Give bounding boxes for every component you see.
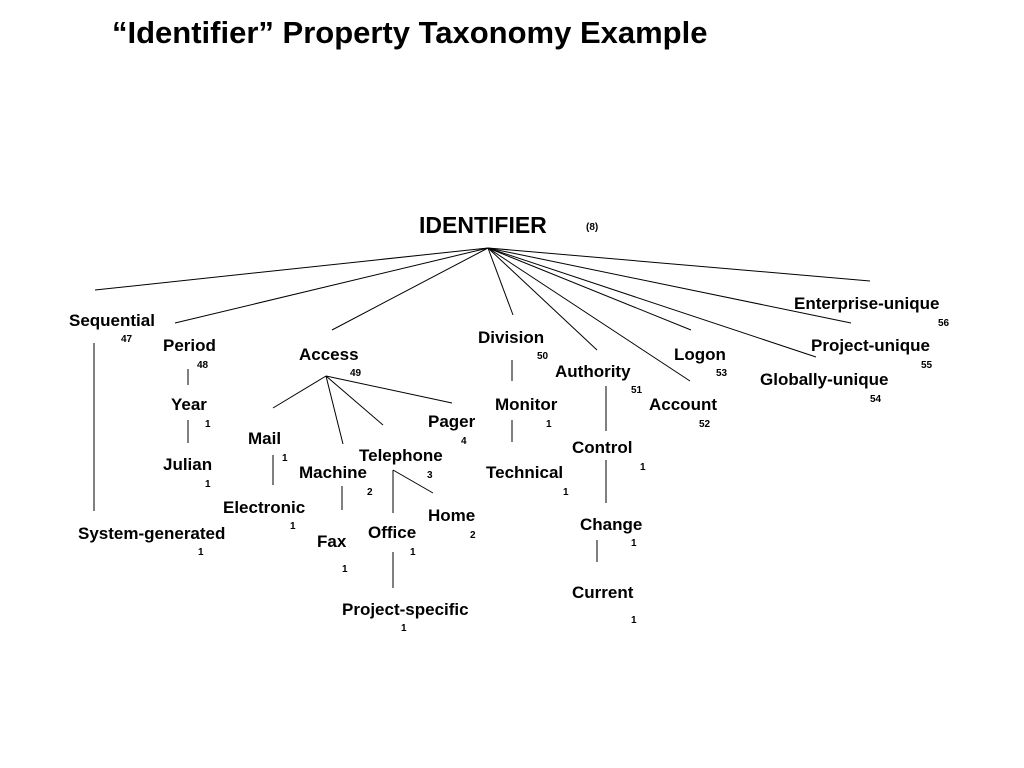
node-count-monitor: 1 [546, 419, 552, 430]
node-label-project-specific: Project-specific [342, 600, 469, 619]
node-label-office: Office [368, 523, 416, 542]
node-count-pager: 4 [461, 436, 467, 447]
edge-root-logon [487, 247, 692, 331]
edge-access-telephone [325, 375, 384, 426]
node-label-account: Account [649, 395, 717, 414]
node-count-enterprise-unique: 56 [938, 318, 950, 329]
node-label-sequential: Sequential [69, 311, 155, 330]
node-count-globally-unique: 54 [870, 394, 882, 405]
root-count: (8) [586, 222, 598, 233]
node-label-authority: Authority [555, 362, 631, 381]
node-label-pager: Pager [428, 412, 476, 431]
edge-root-access [331, 247, 489, 331]
edge-root-account [487, 247, 691, 382]
edge-root-period [174, 247, 489, 324]
edge-access-mail [272, 375, 327, 409]
node-count-julian: 1 [205, 479, 211, 490]
node-count-access: 49 [350, 368, 362, 379]
edge-root-authority [487, 247, 598, 351]
node-count-project-specific: 1 [401, 623, 407, 634]
node-count-electronic: 1 [290, 521, 296, 532]
node-label-control: Control [572, 438, 632, 457]
node-label-enterprise-unique: Enterprise-unique [794, 294, 939, 313]
edge-root-division [487, 247, 514, 316]
root-label: IDENTIFIER [419, 212, 547, 238]
node-count-account: 52 [699, 419, 711, 430]
node-label-access: Access [299, 345, 359, 364]
node-count-project-unique: 55 [921, 360, 933, 371]
node-count-technical: 1 [563, 487, 569, 498]
edge-root-project-unique [487, 247, 852, 324]
node-count-division: 50 [537, 351, 549, 362]
node-label-monitor: Monitor [495, 395, 558, 414]
node-label-logon: Logon [674, 345, 726, 364]
node-count-control: 1 [640, 462, 646, 473]
edge-root-enterprise-unique [487, 247, 871, 282]
node-count-logon: 53 [716, 368, 728, 379]
node-count-system-generated: 1 [198, 547, 204, 558]
edge-access-pager [325, 375, 453, 404]
node-label-home: Home [428, 506, 475, 525]
node-count-sequential: 47 [121, 334, 133, 345]
node-count-current: 1 [631, 615, 637, 626]
node-count-telephone: 3 [427, 470, 433, 481]
node-count-period: 48 [197, 360, 209, 371]
edge-access-machine [325, 375, 344, 445]
node-label-electronic: Electronic [223, 498, 305, 517]
node-label-period: Period [163, 336, 216, 355]
node-count-home: 2 [470, 530, 476, 541]
node-label-telephone: Telephone [359, 446, 443, 465]
node-count-year: 1 [205, 419, 211, 430]
node-label-division: Division [478, 328, 544, 347]
tree-labels: IDENTIFIER (8) Sequential 47 System-gene… [69, 212, 950, 634]
tree-edges [93, 247, 871, 588]
node-label-machine: Machine [299, 463, 367, 482]
node-count-mail: 1 [282, 453, 288, 464]
node-label-year: Year [171, 395, 207, 414]
node-count-change: 1 [631, 538, 637, 549]
edge-telephone-home [392, 469, 434, 494]
node-count-machine: 2 [367, 487, 373, 498]
page-title: “Identifier” Property Taxonomy Example [112, 15, 708, 50]
node-count-office: 1 [410, 547, 416, 558]
edge-root-globally-unique [487, 247, 817, 358]
node-label-globally-unique: Globally-unique [760, 370, 888, 389]
edge-root-sequential [94, 247, 489, 291]
node-label-fax: Fax [317, 532, 347, 551]
node-label-technical: Technical [486, 463, 563, 482]
node-count-fax: 1 [342, 564, 348, 575]
node-label-mail: Mail [248, 429, 281, 448]
node-label-current: Current [572, 583, 634, 602]
node-label-project-unique: Project-unique [811, 336, 930, 355]
node-count-authority: 51 [631, 385, 643, 396]
node-label-julian: Julian [163, 455, 212, 474]
node-label-change: Change [580, 515, 642, 534]
node-label-system-generated: System-generated [78, 524, 225, 543]
